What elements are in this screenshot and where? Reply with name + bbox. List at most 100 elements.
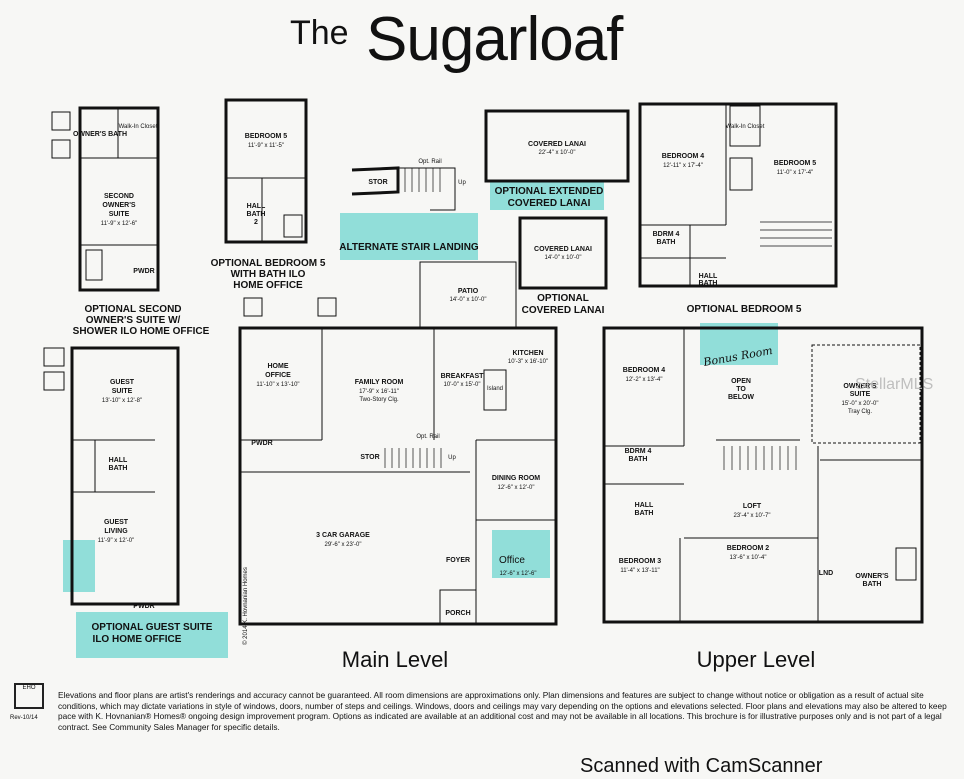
plan-opt-bedroom5-bath: BEDROOM 5 11'-9" x 11'-5" HALL BATH 2	[224, 98, 308, 244]
label-opt-rail-alt: Opt. Rail	[418, 159, 441, 165]
label-up-main: Up	[448, 455, 456, 461]
label-guest-living-1: GUEST	[104, 519, 129, 526]
plan-opt-bedroom5-upper: BEDROOM 4 12'-11" x 17'-4" BEDROOM 5 11'…	[638, 102, 838, 288]
label-second-owner-2: OWNER'S	[102, 202, 135, 209]
label-hall-bath-opt-1: HALL	[699, 273, 718, 280]
label-stor-alt: STOR	[368, 179, 387, 186]
label-pwdr-opt2: PWDR	[133, 603, 154, 610]
label-bdrm4-bath-opt-1: BDRM 4	[653, 231, 680, 238]
caption-opt-bedroom5-bath-2: WITH BATH ILO	[231, 269, 306, 280]
label-family-room: FAMILY ROOM	[355, 379, 404, 386]
label-island: Island	[487, 386, 503, 392]
dim-bedroom4-opt: 12'-11" x 17'-4"	[663, 163, 703, 169]
dim-bedroom5-up: 11'-0" x 17'-4"	[777, 170, 813, 176]
dim-office: 12'-6" x 12'-6"	[500, 571, 537, 577]
revision-text: Rev-10/14	[10, 715, 38, 721]
caption-opt-bedroom5-bath-3: HOME OFFICE	[233, 280, 303, 291]
label-owners-bath-2: BATH	[863, 581, 882, 588]
label-breakfast: BREAKFAST	[441, 373, 485, 380]
label-owners-bath-opt: OWNER'S BATH	[73, 131, 127, 138]
dim-loft: 23'-4" x 10'-7"	[734, 513, 771, 519]
dim-guest-suite: 13'-10" x 12'-8"	[102, 398, 142, 404]
label-foyer: FOYER	[446, 557, 470, 564]
label-bedroom2: BEDROOM 2	[727, 545, 770, 552]
dim-guest-living: 11'-9" x 12'-0"	[98, 538, 134, 544]
label-main-level: Main Level	[342, 647, 448, 672]
label-upper-level: Upper Level	[697, 647, 816, 672]
plan-upper-level: BEDROOM 4 12'-2" x 13'-4" OPEN TO BELOW …	[602, 326, 924, 624]
eho-text: EHO	[22, 685, 36, 691]
plan-opt-second-owner: OWNER'S BATH Walk-In Closet SECOND OWNER…	[51, 106, 160, 292]
watermark: StellarMLS	[855, 376, 934, 393]
label-bedroom3: BEDROOM 3	[619, 558, 662, 565]
dim-owners-suite-2: Tray Clg.	[848, 409, 872, 415]
plan-alt-stair: STOR Opt. Rail Up	[351, 159, 466, 211]
label-hall-bath2-b: BATH	[247, 211, 266, 218]
plan-opt-covered-lanai: COVERED LANAI 14'-0" x 10'-0"	[518, 216, 608, 290]
label-porch: PORCH	[445, 610, 470, 617]
dim-bedroom4-up: 12'-2" x 13'-4"	[626, 377, 663, 383]
caption-guest-suite-2: ILO HOME OFFICE	[93, 634, 182, 645]
label-stor-main: STOR	[360, 454, 379, 461]
caption-guest-suite-1: OPTIONAL GUEST SUITE	[92, 622, 213, 633]
label-owners-suite-1: OWNER'S	[843, 383, 876, 390]
caption-opt-bedroom5-bath-1: OPTIONAL BEDROOM 5	[211, 258, 326, 269]
label-second-owner-1: SECOND	[104, 193, 134, 200]
caption-opt-second-owner-3: SHOWER ILO HOME OFFICE	[73, 326, 210, 337]
dim-owners-suite-1: 15'-0" x 20'-0"	[842, 401, 879, 407]
label-hall-bath2-a: HALL	[247, 203, 266, 210]
dim-dining-room: 12'-6" x 12'-0"	[498, 485, 535, 491]
equal-housing-icon: EHO	[14, 683, 44, 709]
dim-home-office: 11'-10" x 13'-10"	[256, 382, 299, 388]
label-office-handwritten: Office	[499, 555, 525, 566]
dim-breakfast: 10'-0" x 15'-0"	[444, 382, 481, 388]
label-bdrm4-bath-up-1: BDRM 4	[625, 448, 652, 455]
highlight-alt-stair	[340, 213, 478, 260]
label-covered-lanai-ext: COVERED LANAI	[528, 141, 586, 148]
caption-opt-covered-lanai-1: OPTIONAL	[537, 293, 589, 304]
plan-main-level: PATIO 14'-0" x 10'-0" HOME OFFICE 11'-10…	[238, 261, 558, 645]
caption-opt-covered-lanai-2: COVERED LANAI	[522, 305, 605, 316]
label-loft: LOFT	[743, 503, 762, 510]
label-bdrm4-bath-opt-2: BATH	[657, 239, 676, 246]
dim-kitchen: 10'-3" x 16'-10"	[508, 359, 548, 365]
label-hall-bath-up-2: BATH	[635, 510, 654, 517]
label-covered-lanai: COVERED LANAI	[534, 246, 592, 253]
scanned-footer: Scanned with CamScanner	[580, 755, 823, 777]
label-up-alt: Up	[458, 180, 466, 186]
highlight-guest-closet	[63, 540, 95, 592]
label-guest-suite-2: SUITE	[112, 388, 133, 395]
caption-opt-second-owner-2: OWNER'S SUITE W/	[86, 315, 181, 326]
label-bedroom5-opt: BEDROOM 5	[245, 133, 288, 140]
caption-opt-second-owner-1: OPTIONAL SECOND	[84, 304, 181, 315]
label-patio: PATIO	[458, 288, 479, 295]
caption-opt-bedroom5: OPTIONAL BEDROOM 5	[687, 304, 802, 315]
caption-alt-stair: ALTERNATE STAIR LANDING	[339, 242, 479, 253]
label-opt-rail-main: Opt. Rail	[416, 434, 439, 440]
label-walkin-closet-1: Walk-In Closet	[119, 124, 158, 130]
highlight-ext-lanai	[490, 180, 604, 210]
highlight-guest-suite	[76, 612, 228, 658]
highlight-office	[492, 530, 550, 578]
label-open-below-1: OPEN	[731, 378, 751, 385]
dim-patio: 14'-0" x 10'-0"	[450, 297, 487, 303]
label-walkin-closet-2: Walk-In Closet	[726, 124, 765, 130]
label-hall-bath-up-1: HALL	[635, 502, 654, 509]
label-pwdr-opt1: PWDR	[133, 268, 154, 275]
dim-bedroom3: 11'-4" x 13'-11"	[620, 568, 659, 574]
label-hall-bath2-c: 2	[254, 219, 258, 226]
label-hall-bath2-guest-a: HALL	[109, 457, 128, 464]
label-lnd: LND	[819, 570, 833, 577]
label-owners-suite-2: SUITE	[850, 391, 871, 398]
dim-family-room-2: Two-Story Clg.	[359, 397, 399, 403]
plan-ext-lanai: COVERED LANAI 22'-4" x 10'-0"	[484, 109, 630, 183]
caption-ext-lanai-2: COVERED LANAI	[508, 198, 591, 209]
label-bdrm4-bath-up-2: BATH	[629, 456, 648, 463]
label-open-below-3: BELOW	[728, 394, 754, 401]
label-pwdr-main: PWDR	[251, 440, 272, 447]
label-second-owner-3: SUITE	[109, 211, 130, 218]
label-garage: 3 CAR GARAGE	[316, 532, 370, 539]
disclaimer-text: Elevations and floor plans are artist's …	[58, 690, 947, 732]
title-prefix: The	[290, 14, 349, 52]
